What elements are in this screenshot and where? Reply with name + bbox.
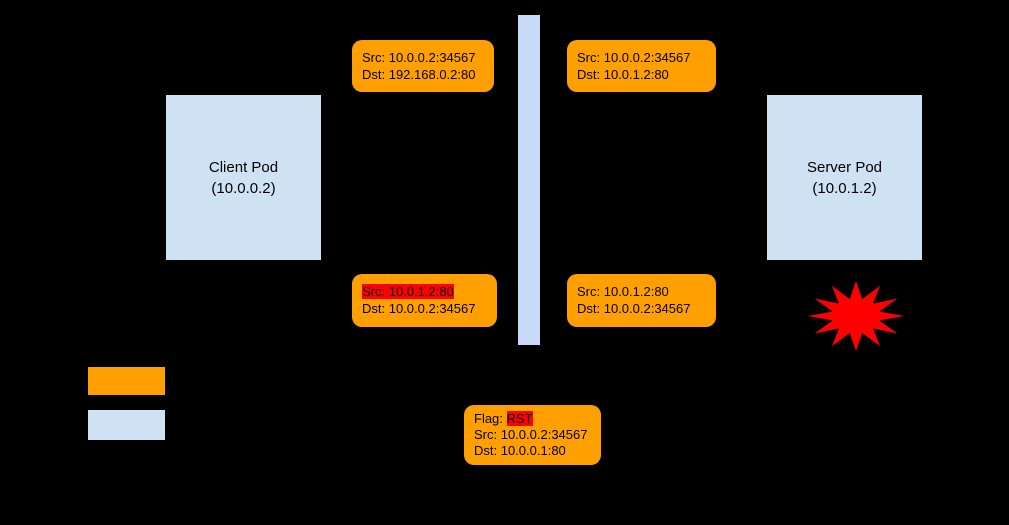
legend-packet-swatch: [88, 367, 165, 395]
client-pod-node: Client Pod (10.0.0.2): [166, 95, 321, 260]
client-pod-name: Client Pod: [208, 158, 279, 176]
packet-dst-line: Dst: 192.168.0.2:80: [362, 67, 476, 82]
flag-label: Flag:: [474, 411, 507, 426]
packet-client-egress: Src: 10.0.0.2:34567 Dst: 192.168.0.2:80: [352, 40, 494, 92]
server-pod-name: Server Pod: [806, 158, 883, 176]
explosion-burst-icon: [808, 281, 904, 351]
packet-flag-line: Flag: RST: [474, 411, 591, 427]
packet-src-line-highlighted: Src: 10.0.1.2:80: [362, 283, 487, 300]
gateway-node-bar: [518, 15, 540, 345]
highlighted-flag-value: RST: [506, 411, 533, 426]
legend-node-swatch: [88, 410, 165, 440]
packet-src-line: Src: 10.0.1.2:80: [577, 284, 669, 299]
packet-dst-line: Dst: 10.0.1.2:80: [577, 67, 669, 82]
packet-reply-unreversed: Src: 10.0.1.2:80 Dst: 10.0.0.2:34567: [352, 274, 497, 327]
packet-dst-line: Dst: 10.0.0.2:34567: [362, 301, 476, 316]
server-pod-node: Server Pod (10.0.1.2): [767, 95, 922, 260]
packet-src-line: Src: 10.0.0.2:34567: [362, 50, 476, 65]
server-pod-ip: (10.0.1.2): [812, 179, 877, 197]
packet-dst-line: Dst: 10.0.0.1:80: [474, 443, 566, 458]
packet-src-line: Src: 10.0.0.2:34567: [474, 427, 588, 442]
packet-dst-line: Dst: 10.0.0.2:34567: [577, 301, 691, 316]
packet-post-dnat: Src: 10.0.0.2:34567 Dst: 10.0.1.2:80: [567, 40, 716, 92]
client-pod-ip: (10.0.0.2): [211, 179, 276, 197]
highlighted-src-text: Src: 10.0.1.2:80: [362, 284, 454, 299]
packet-src-line: Src: 10.0.0.2:34567: [577, 50, 691, 65]
packet-rst: Flag: RST Src: 10.0.0.2:34567 Dst: 10.0.…: [464, 405, 601, 465]
packet-reply-from-server: Src: 10.0.1.2:80 Dst: 10.0.0.2:34567: [567, 274, 716, 327]
